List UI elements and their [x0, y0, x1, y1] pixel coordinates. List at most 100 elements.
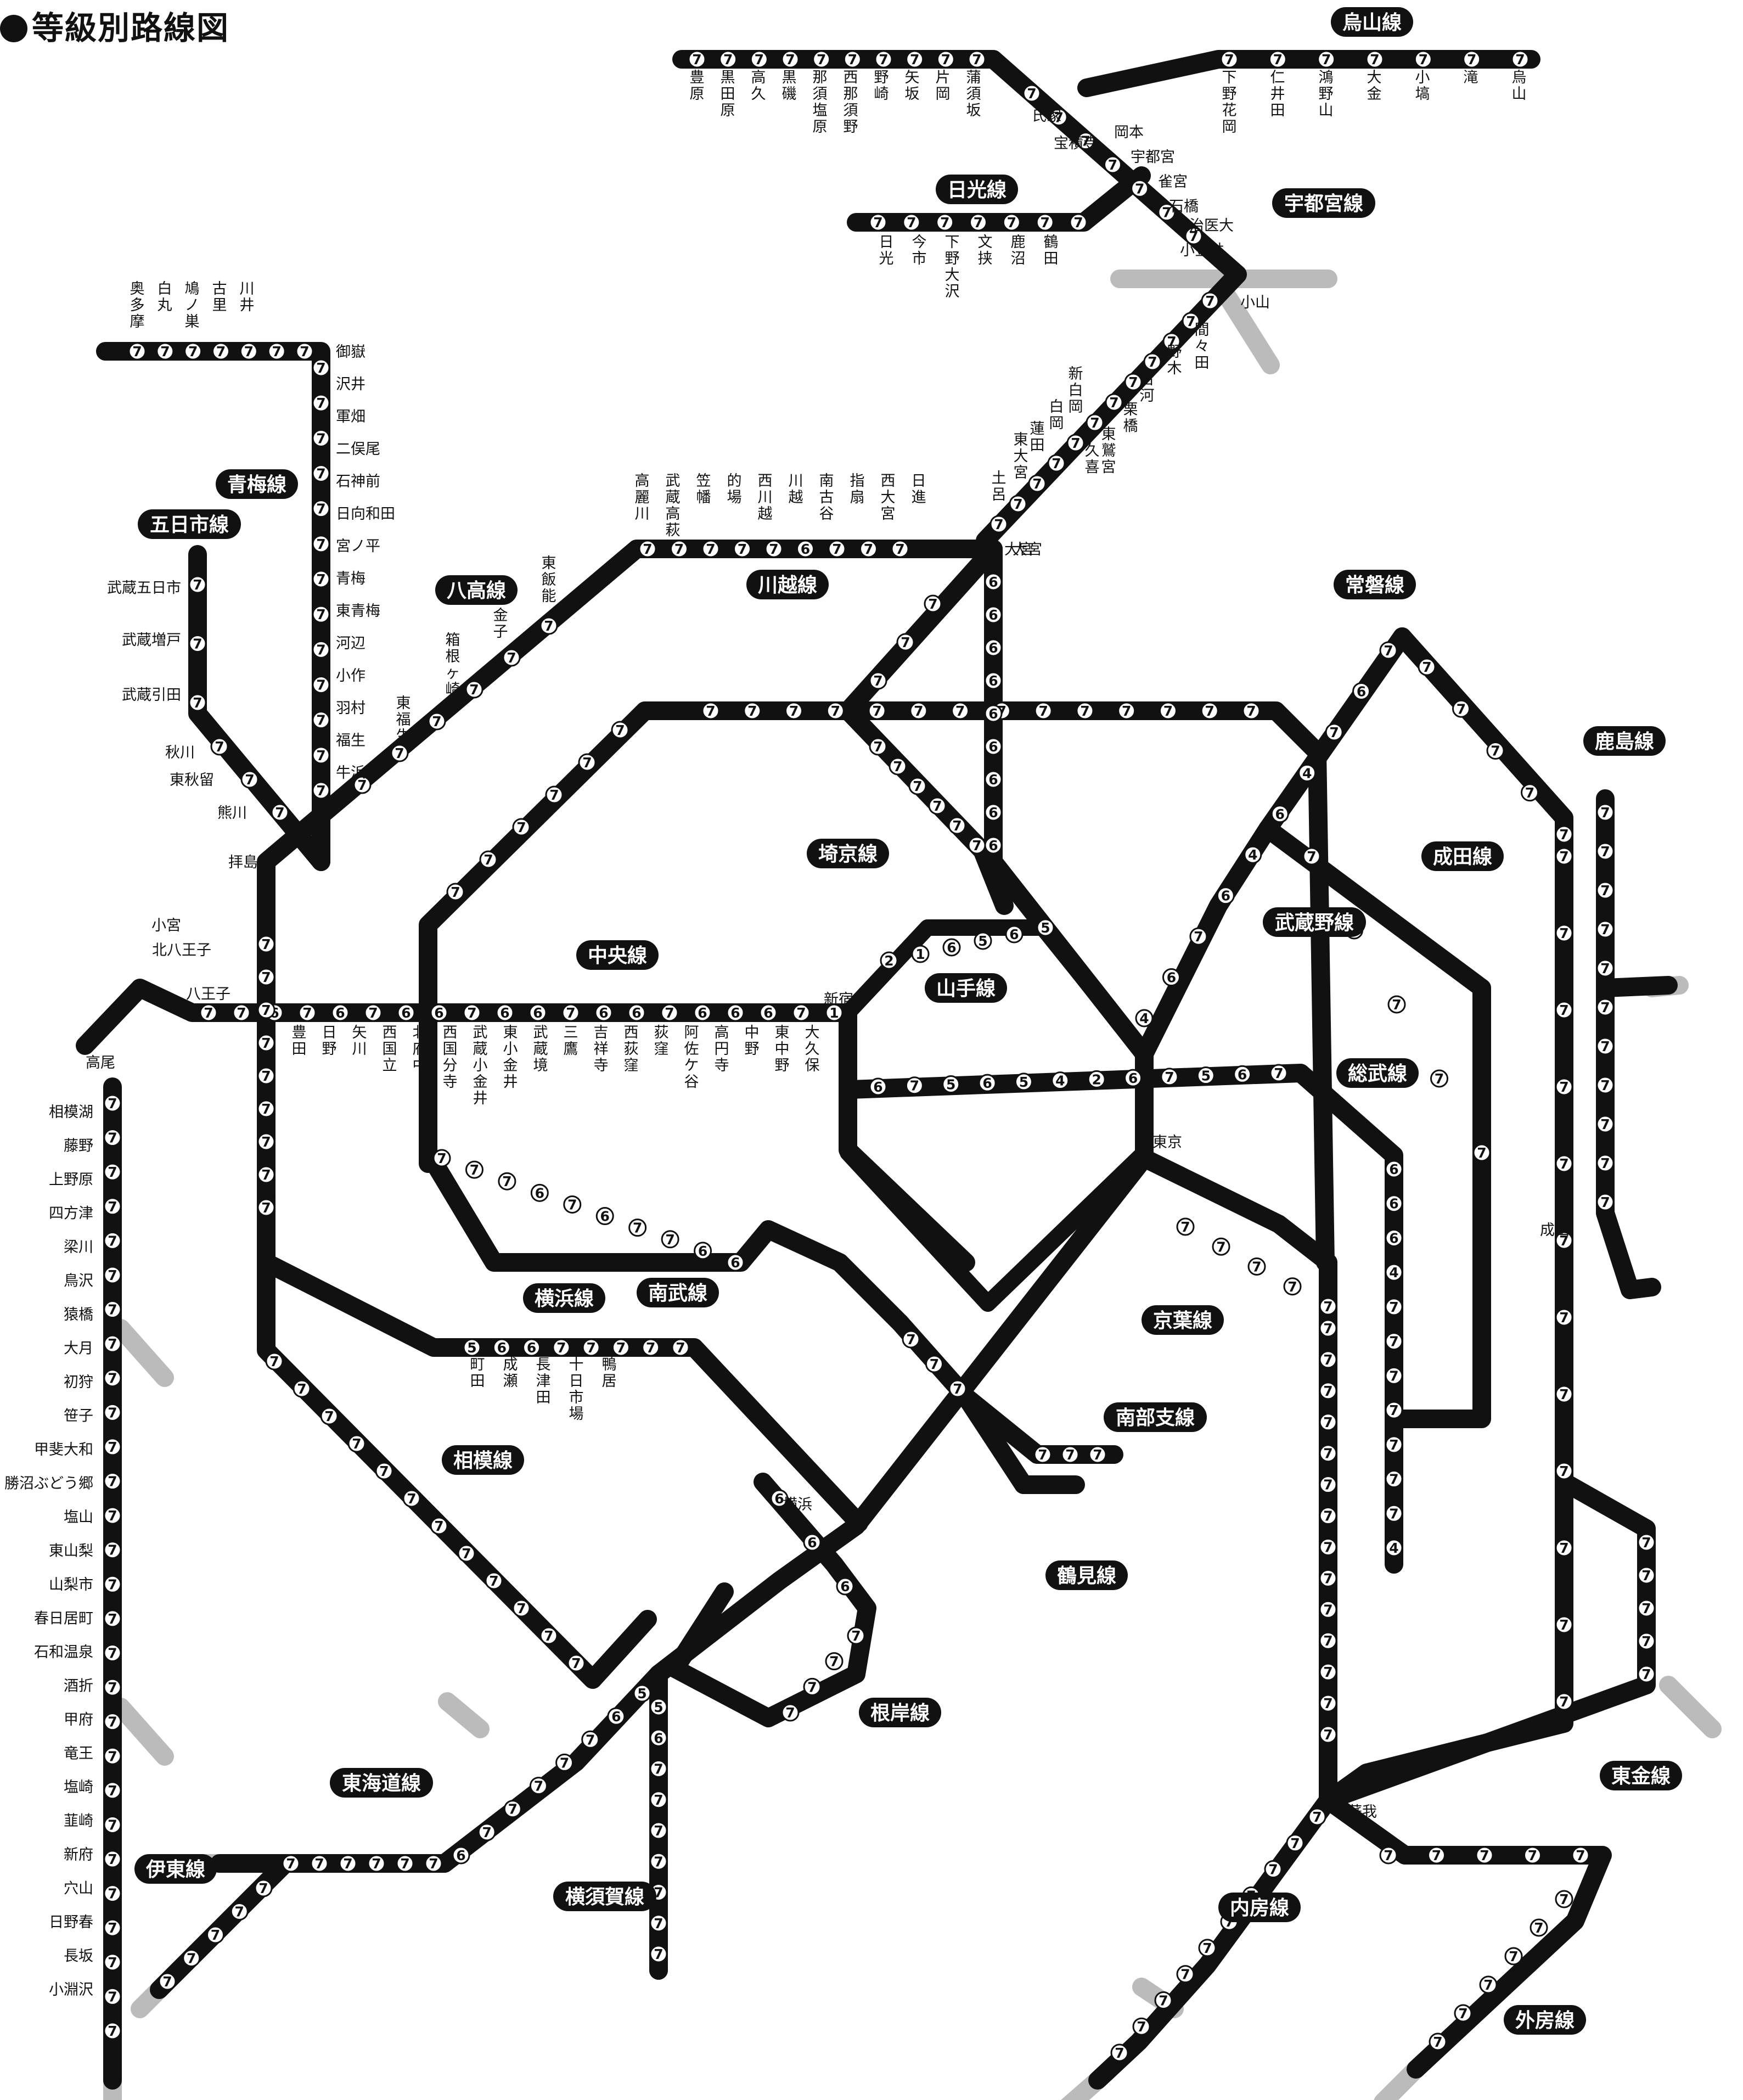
station-marker[interactable]: 7: [103, 1128, 122, 1147]
station-marker[interactable]: 6: [1385, 1194, 1403, 1213]
station-marker[interactable]: 7: [1596, 1193, 1615, 1211]
station-marker[interactable]: 7: [103, 1575, 122, 1593]
station-marker[interactable]: 7: [859, 540, 878, 558]
station-marker[interactable]: 7: [1034, 701, 1053, 720]
station-marker[interactable]: 7: [210, 737, 229, 756]
station-marker[interactable]: 7: [1319, 1663, 1337, 1681]
station-marker[interactable]: 7: [103, 1266, 122, 1284]
station-marker[interactable]: 7: [465, 1160, 483, 1179]
station-marker[interactable]: 7: [1184, 227, 1203, 245]
station-marker[interactable]: 6: [693, 1003, 712, 1022]
station-marker[interactable]: 6: [496, 1003, 514, 1022]
station-marker[interactable]: 7: [103, 1334, 122, 1353]
station-marker[interactable]: 7: [257, 1099, 275, 1118]
station-marker[interactable]: 7: [925, 1355, 943, 1373]
station-marker[interactable]: 7: [764, 540, 783, 558]
station-marker[interactable]: 7: [1022, 84, 1041, 103]
station-marker[interactable]: 7: [670, 540, 688, 558]
station-marker[interactable]: 7: [1555, 1231, 1573, 1250]
station-marker[interactable]: 7: [103, 1884, 122, 1903]
station-marker[interactable]: 6: [836, 1577, 854, 1596]
station-marker[interactable]: 7: [889, 757, 907, 776]
station-marker[interactable]: 7: [896, 633, 915, 652]
station-marker[interactable]: 6: [984, 638, 1003, 657]
station-marker[interactable]: 7: [1069, 213, 1088, 232]
station-marker[interactable]: 1: [911, 945, 930, 963]
station-marker[interactable]: 7: [1385, 1470, 1403, 1489]
station-marker[interactable]: 7: [1036, 213, 1054, 232]
station-marker[interactable]: 7: [1220, 50, 1239, 69]
station-marker[interactable]: 7: [103, 1815, 122, 1834]
station-marker[interactable]: 7: [1200, 701, 1219, 720]
station-marker[interactable]: 7: [257, 935, 275, 953]
station-marker[interactable]: 7: [1009, 495, 1027, 513]
station-marker[interactable]: 6: [1270, 805, 1289, 823]
station-marker[interactable]: 7: [792, 1003, 811, 1022]
station-marker[interactable]: 7: [1308, 1807, 1326, 1826]
station-marker[interactable]: 7: [902, 1330, 920, 1349]
station-marker[interactable]: 7: [1325, 723, 1343, 742]
station-marker[interactable]: 7: [638, 540, 657, 558]
station-marker[interactable]: 7: [1385, 1298, 1403, 1316]
station-marker[interactable]: 7: [257, 968, 275, 986]
station-marker[interactable]: 7: [103, 1231, 122, 1250]
station-marker[interactable]: 7: [1076, 132, 1095, 150]
station-marker[interactable]: 7: [1319, 1475, 1337, 1494]
station-marker[interactable]: 7: [1319, 1507, 1337, 1525]
station-marker[interactable]: 7: [182, 1949, 201, 1967]
station-marker[interactable]: 7: [257, 1034, 275, 1052]
station-marker[interactable]: 7: [265, 1352, 284, 1371]
station-marker[interactable]: 7: [1317, 50, 1336, 69]
station-marker[interactable]: 7: [339, 1854, 357, 1873]
station-marker[interactable]: 6: [796, 540, 814, 558]
station-marker[interactable]: 7: [257, 1066, 275, 1085]
station-marker[interactable]: 7: [1463, 50, 1481, 69]
station-marker[interactable]: 7: [430, 1517, 448, 1535]
station-marker[interactable]: 7: [671, 1338, 690, 1357]
station-marker[interactable]: 7: [312, 358, 330, 377]
station-marker[interactable]: 7: [1530, 1918, 1548, 1937]
station-marker[interactable]: 6: [726, 1003, 745, 1022]
station-marker[interactable]: 6: [430, 1003, 448, 1022]
station-marker[interactable]: 7: [240, 770, 259, 789]
station-marker[interactable]: 4: [1385, 1538, 1403, 1557]
station-marker[interactable]: 7: [257, 1132, 275, 1151]
station-marker[interactable]: 6: [984, 704, 1003, 723]
station-marker[interactable]: 6: [1162, 968, 1180, 987]
station-marker[interactable]: 7: [212, 342, 230, 361]
station-marker[interactable]: 7: [103, 1472, 122, 1491]
station-marker[interactable]: 7: [498, 1172, 516, 1191]
station-marker[interactable]: 7: [555, 1753, 574, 1772]
station-marker[interactable]: 7: [1596, 1154, 1615, 1172]
station-marker[interactable]: 7: [457, 1544, 476, 1563]
station-marker[interactable]: 7: [1555, 1615, 1573, 1634]
station-marker[interactable]: 6: [595, 1207, 614, 1226]
station-marker[interactable]: 7: [701, 701, 720, 720]
station-marker[interactable]: 6: [984, 605, 1003, 624]
station-marker[interactable]: 7: [188, 693, 207, 712]
station-marker[interactable]: 7: [232, 1003, 251, 1022]
station-marker[interactable]: 7: [750, 50, 768, 69]
station-marker[interactable]: 7: [628, 1219, 647, 1237]
station-marker[interactable]: 6: [522, 1338, 541, 1357]
station-marker[interactable]: 7: [1104, 155, 1122, 174]
station-marker[interactable]: 7: [1269, 1064, 1288, 1082]
station-marker[interactable]: 7: [874, 50, 893, 69]
station-marker[interactable]: 7: [103, 1678, 122, 1697]
station-marker[interactable]: 6: [984, 803, 1003, 822]
station-marker[interactable]: 7: [1047, 454, 1066, 473]
station-marker[interactable]: 7: [184, 342, 203, 361]
station-marker[interactable]: 7: [924, 594, 942, 613]
station-marker[interactable]: 7: [936, 50, 955, 69]
station-marker[interactable]: 7: [257, 1001, 275, 1019]
station-marker[interactable]: 7: [908, 777, 927, 795]
station-marker[interactable]: 7: [103, 1369, 122, 1388]
station-marker[interactable]: 7: [539, 1626, 558, 1645]
station-marker[interactable]: 7: [1365, 50, 1384, 69]
station-marker[interactable]: 6: [978, 1074, 997, 1092]
station-marker[interactable]: 7: [611, 1338, 630, 1357]
station-marker[interactable]: 7: [581, 1730, 600, 1749]
station-marker[interactable]: 5: [463, 1338, 481, 1357]
station-marker[interactable]: 7: [1264, 1860, 1283, 1879]
station-marker[interactable]: 7: [1061, 1445, 1079, 1464]
